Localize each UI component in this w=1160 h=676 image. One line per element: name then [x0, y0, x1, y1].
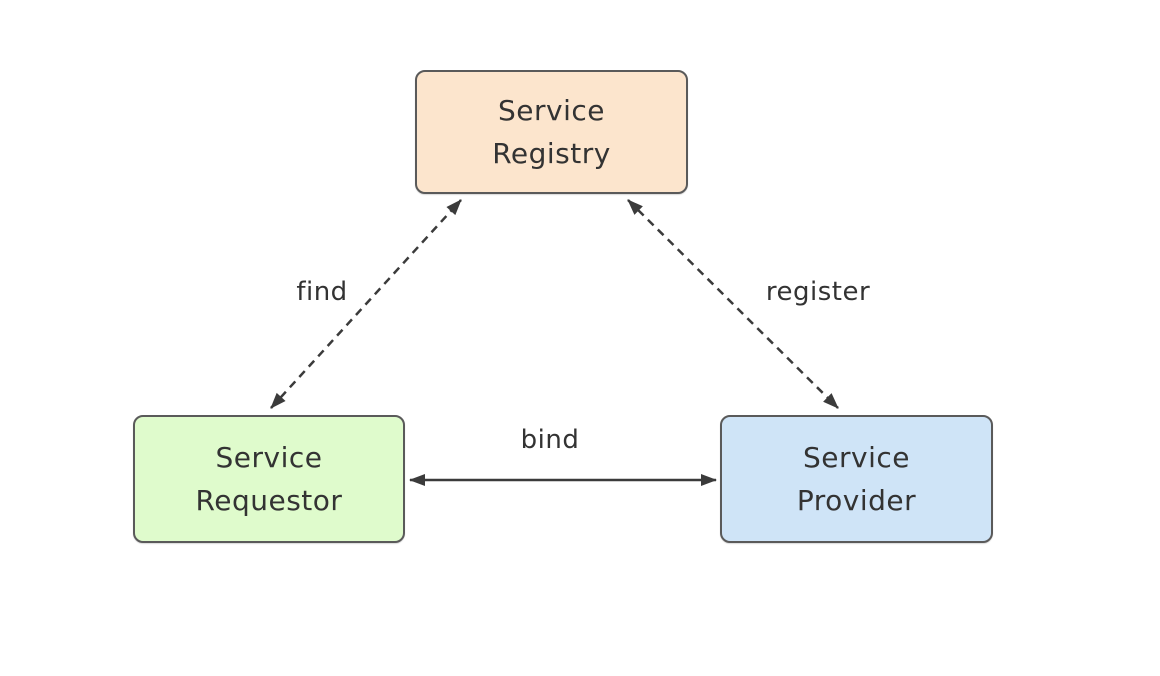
node-service-requestor-label: Service Requestor: [195, 440, 343, 517]
edge-label-bind: bind: [516, 425, 584, 455]
edge-label-register: register: [761, 277, 875, 307]
node-service-registry-label: Service Registry: [492, 93, 611, 170]
node-service-provider-label: Service Provider: [796, 440, 917, 517]
node-service-requestor[interactable]: Service Requestor: [133, 415, 405, 543]
node-service-registry[interactable]: Service Registry: [415, 70, 688, 194]
edge-label-find: find: [292, 277, 352, 307]
node-service-provider[interactable]: Service Provider: [720, 415, 993, 543]
